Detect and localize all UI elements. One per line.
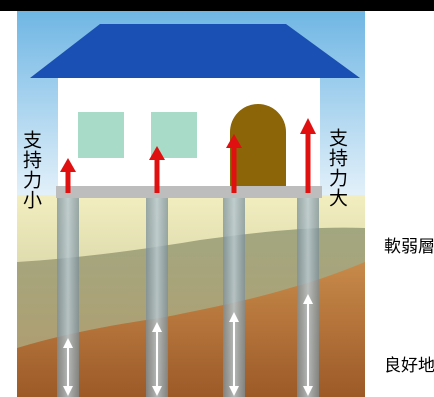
- double-arrow-icon: [303, 294, 313, 396]
- pile: [223, 197, 245, 397]
- embedment-arrows: [63, 294, 313, 396]
- pile: [146, 197, 168, 397]
- foundation-slab: [56, 186, 322, 198]
- support-arrow: [149, 146, 165, 193]
- piles: [57, 197, 319, 397]
- door: [230, 104, 286, 190]
- top-bar: [0, 0, 434, 11]
- good-layer: [17, 262, 365, 397]
- double-arrow-icon: [229, 312, 239, 396]
- soft-ground-label: 軟弱層: [384, 237, 434, 257]
- large-support-label: 支持力大: [326, 128, 348, 208]
- double-arrow-icon: [152, 322, 162, 396]
- support-arrow-small: [60, 158, 76, 193]
- window: [78, 112, 124, 158]
- double-arrow-icon: [63, 338, 73, 396]
- pile: [57, 197, 79, 397]
- good-ground-label: 良好地盤: [384, 356, 434, 376]
- support-arrows: [60, 118, 316, 193]
- small-support-label: 支持力小: [20, 130, 42, 210]
- support-arrow-large: [300, 118, 316, 193]
- house-roof: [30, 24, 360, 78]
- support-arrow: [226, 134, 242, 193]
